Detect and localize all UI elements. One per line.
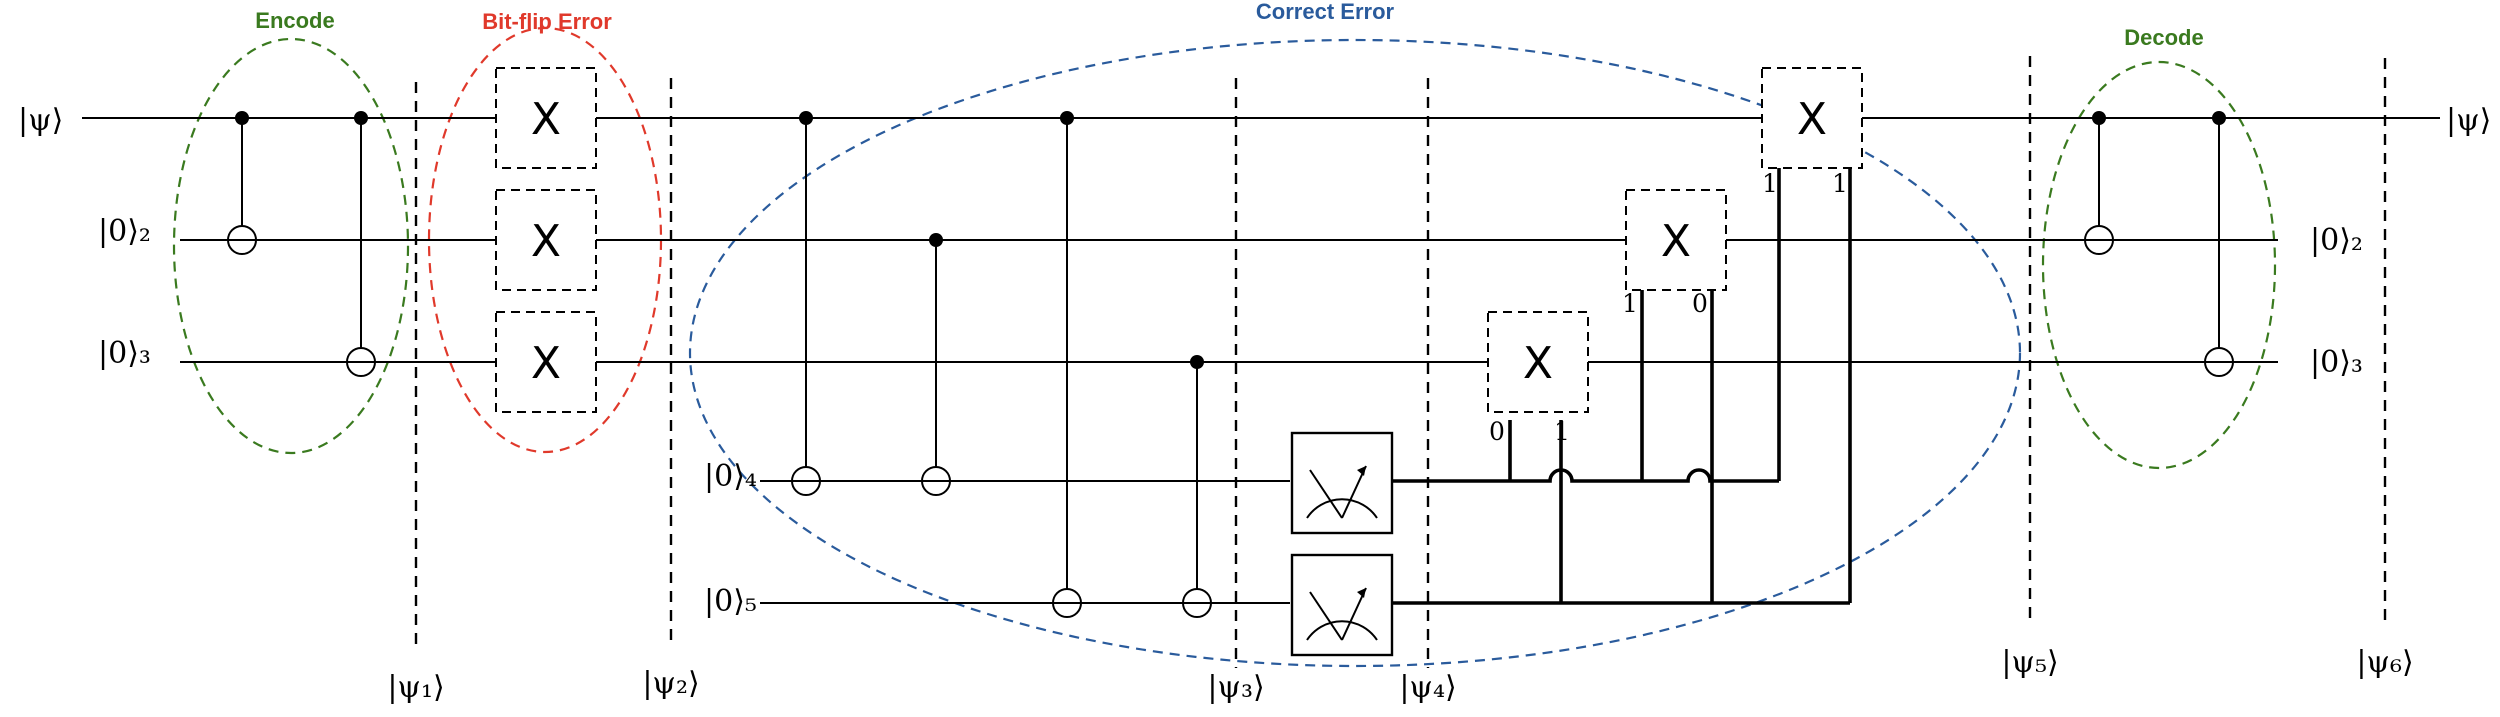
x-gate-label: X [531, 338, 561, 389]
encode-cnot-2 [346, 111, 376, 377]
x-gate-label: X [1523, 338, 1553, 389]
syndrome-cnot-q1-a5 [1052, 111, 1082, 618]
quantum-wires [82, 117, 2440, 604]
barriers [414, 56, 2387, 668]
cnot-control-dot [1190, 355, 1204, 369]
state-label-psi1: |ψ₁⟩ [387, 670, 444, 705]
cnot-control-dot [929, 233, 943, 247]
state-label-psi2: |ψ₂⟩ [642, 666, 699, 701]
correct-title: Correct Error [1256, 0, 1395, 24]
output-label-q2: |0⟩₂ [2310, 223, 2363, 258]
bitflip-x-gate-q2: X [495, 189, 597, 291]
condition-label-q2-c5: 0 [1692, 289, 1708, 318]
bitflip-title: Bit-flip Error [482, 9, 612, 34]
measurement-a4 [1290, 431, 1394, 535]
correct-group-ellipse [688, 38, 2022, 668]
x-gate-label: X [531, 94, 561, 145]
condition-label-q2-c4: 1 [1622, 289, 1638, 318]
cnot-control-dot [354, 111, 368, 125]
input-label-a5: |0⟩₅ [704, 584, 757, 619]
syndrome-cnot-q1-a4 [791, 111, 821, 496]
output-label-q3: |0⟩₃ [2310, 345, 2363, 380]
cnot-control-dot [799, 111, 813, 125]
output-label-q1: |ψ⟩ [2446, 103, 2491, 138]
condition-label-q3-c5: 1 [1554, 417, 1570, 446]
input-label-q1: |ψ⟩ [18, 103, 63, 138]
cnot-control-dot [2092, 111, 2106, 125]
measurement-meter-icon [1306, 587, 1378, 641]
x-gate-label: X [1661, 216, 1691, 267]
decode-cnot-1 [2084, 111, 2114, 255]
cnot-control-dot [235, 111, 249, 125]
decode-cnot-2 [2204, 111, 2234, 377]
decode-group-ellipse [2041, 60, 2277, 470]
syndrome-cnot-q3-a5 [1182, 355, 1212, 618]
correction-x-gate-q3: X [1487, 311, 1589, 413]
input-label-a4: |0⟩₄ [704, 459, 757, 494]
cnot-control-dot [2212, 111, 2226, 125]
encode-group-ellipse [172, 37, 410, 455]
condition-label-q1-c5: 1 [1832, 169, 1848, 198]
encode-cnot-1 [227, 111, 257, 255]
correction-x-gate-q1: X [1761, 67, 1863, 169]
classical-wires [1392, 168, 1852, 605]
state-label-psi4: |ψ₄⟩ [1399, 670, 1456, 705]
input-label-q3: |0⟩₃ [98, 336, 151, 371]
state-label-psi6: |ψ₆⟩ [2356, 645, 2413, 680]
measurement-a5 [1290, 553, 1394, 657]
bitflip-x-gate-q3: X [495, 311, 597, 413]
condition-label-q1-c4: 1 [1762, 169, 1778, 198]
classical-wire-c4 [1392, 468, 1779, 483]
state-label-psi3: |ψ₃⟩ [1207, 670, 1264, 705]
decode-title: Decode [2124, 25, 2203, 50]
input-label-q2: |0⟩₂ [98, 214, 151, 249]
x-gate-label: X [1797, 94, 1827, 145]
measurement-meter-icon [1306, 465, 1378, 519]
bitflip-x-gate-q1: X [495, 67, 597, 169]
x-gate-label: X [531, 216, 561, 267]
correction-x-gate-q2: X [1625, 189, 1727, 291]
cnot-control-dot [1060, 111, 1074, 125]
condition-label-q3-c4: 0 [1489, 417, 1505, 446]
state-label-psi5: |ψ₅⟩ [2001, 645, 2058, 680]
syndrome-cnot-q2-a4 [921, 233, 951, 496]
encode-title: Encode [255, 8, 334, 33]
